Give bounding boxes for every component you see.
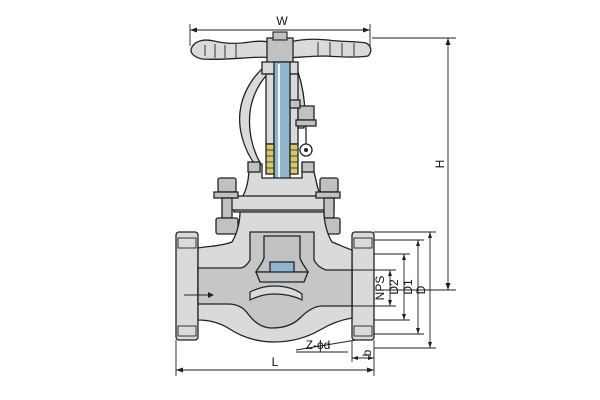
packing bbox=[265, 143, 299, 175]
outlet-flange-bolt-top bbox=[353, 237, 373, 249]
dimension-lines bbox=[175, 24, 456, 376]
b-arrows bbox=[352, 356, 374, 360]
gland-nut-left bbox=[247, 161, 261, 173]
packing-right bbox=[289, 143, 299, 175]
bonnet bbox=[229, 161, 335, 213]
seat-partition bbox=[249, 285, 303, 301]
yoke-sleeve-right bbox=[289, 73, 299, 145]
bolt-nut-upper-right bbox=[319, 177, 339, 193]
height-arrow-bottom bbox=[445, 283, 451, 290]
d2-label: D2 bbox=[387, 279, 401, 295]
gland-nut-right bbox=[301, 161, 315, 173]
eyebolt-nut-top bbox=[289, 99, 301, 109]
bolt-shank-left bbox=[221, 197, 233, 219]
flow-arrow-head bbox=[208, 292, 214, 298]
packing-left bbox=[265, 143, 275, 175]
d-label: D bbox=[414, 285, 428, 294]
bolt-washer-left bbox=[213, 191, 239, 199]
height-arrow-top bbox=[445, 38, 451, 45]
length-label: L bbox=[272, 355, 279, 369]
eyebolt-pin bbox=[304, 148, 308, 152]
inlet-flange-bolt-bottom bbox=[177, 325, 197, 337]
eyebolt-washer bbox=[295, 119, 317, 127]
bolt-holes-label: Z-ϕd bbox=[306, 338, 331, 352]
outlet-flange-bolt-bottom bbox=[353, 325, 373, 337]
bolt-hole-leader bbox=[295, 339, 357, 351]
dimension-labels: W H NPS D2 D1 D Z-ϕd b L bbox=[272, 14, 447, 369]
disc-face bbox=[255, 271, 309, 283]
bolt-nut-upper-left bbox=[217, 177, 237, 193]
bonnet-bolt-left bbox=[213, 177, 239, 235]
width-label: W bbox=[276, 14, 288, 28]
handwheel-hub bbox=[266, 37, 294, 65]
inlet-flange-bolt-top bbox=[177, 237, 197, 249]
width-arrow-right bbox=[363, 27, 370, 33]
gland-bolt-assembly bbox=[289, 99, 317, 157]
d1-label: D1 bbox=[401, 279, 415, 295]
handwheel-grip-lines bbox=[204, 42, 355, 58]
flange-thickness-label: b bbox=[360, 349, 374, 356]
nps-label: NPS bbox=[373, 276, 387, 301]
width-arrow-left bbox=[190, 27, 197, 33]
yoke-sleeve bbox=[265, 73, 275, 145]
handwheel bbox=[190, 31, 372, 65]
bolt-nut-lower-left bbox=[215, 217, 239, 235]
bolt-washer-right bbox=[315, 191, 341, 199]
height-label: H bbox=[433, 160, 447, 169]
handwheel-nut bbox=[272, 31, 288, 41]
disc bbox=[254, 235, 310, 283]
bolt-shank-right bbox=[323, 197, 335, 219]
packing-rings bbox=[266, 149, 298, 169]
